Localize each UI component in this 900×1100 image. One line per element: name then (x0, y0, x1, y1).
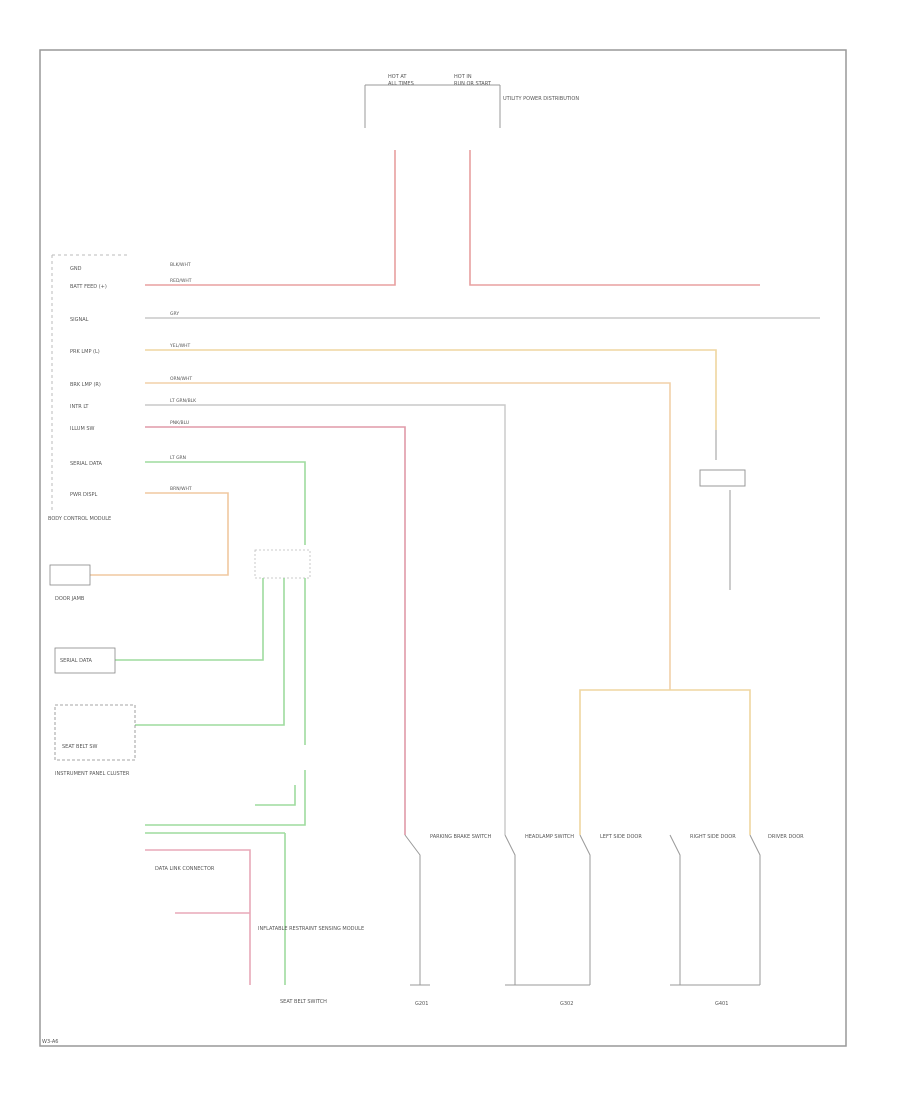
svg-text:RIGHT SIDE DOOR: RIGHT SIDE DOOR (690, 834, 736, 840)
svg-text:LEFT SIDE DOOR: LEFT SIDE DOOR (600, 834, 642, 840)
svg-text:SEAT BELT SW: SEAT BELT SW (62, 744, 98, 750)
fuse-b-top-label: HOT IN (454, 74, 472, 80)
door-jamb-switch: DOOR JAMB (49, 564, 91, 602)
fuse-a-bottom-label: ALL TIMES (388, 81, 414, 87)
wire-yellow-bus (579, 689, 751, 835)
label-pwr-displ: PWR DISPL (70, 492, 98, 498)
wire-illum (145, 426, 406, 835)
label-batt-feed: BATT FEED (+) (70, 284, 107, 290)
wire-intr-lt (145, 404, 506, 835)
data-link-connector-label: DATA LINK CONNECTOR (155, 866, 215, 872)
fuse-a-top-label: HOT AT (388, 74, 407, 80)
svg-text:INSTRUMENT PANEL CLUSTER: INSTRUMENT PANEL CLUSTER (55, 771, 130, 777)
label-brk-lmp: BRK LMP (R) (70, 382, 101, 388)
switch-labels: PARKING BRAKE SWITCH HEADLAMP SWITCH LEF… (430, 834, 804, 840)
wire-brk-lmp (145, 382, 671, 690)
serial-data-component: SERIAL DATA (54, 647, 116, 674)
svg-text:ORN/WHT: ORN/WHT (170, 376, 192, 382)
wire-pink-lower (145, 849, 251, 985)
svg-text:HEADLAMP SWITCH: HEADLAMP SWITCH (525, 834, 574, 840)
svg-text:PARKING BRAKE SWITCH: PARKING BRAKE SWITCH (430, 834, 492, 840)
diagram-frame (39, 49, 847, 1047)
svg-text:BLK/WHT: BLK/WHT (170, 262, 191, 268)
svg-text:SERIAL DATA: SERIAL DATA (60, 658, 93, 664)
footer-code: W3-A6 (42, 1039, 58, 1045)
right-components (699, 430, 746, 590)
data-link-connector (254, 549, 311, 579)
lower-green-bus (145, 770, 306, 985)
left-labels: GND BATT FEED (+) SIGNAL PRK LMP (L) BRK… (70, 266, 107, 498)
seat-belt-switch-label: SEAT BELT SWITCH (280, 999, 327, 1005)
wire-color-labels: BLK/WHT RED/WHT GRY YEL/WHT ORN/WHT LT G… (169, 262, 197, 492)
svg-text:G401: G401 (715, 1001, 728, 1007)
ground-labels: G201 G302 G401 (415, 1001, 728, 1007)
svg-text:DRIVER DOOR: DRIVER DOOR (768, 834, 804, 840)
svg-text:G201: G201 (415, 1001, 428, 1007)
svg-text:G302: G302 (560, 1001, 573, 1007)
seat-belt-component: SEAT BELT SW INSTRUMENT PANEL CLUSTER (54, 704, 136, 777)
wire-batt-feed (145, 150, 760, 286)
restraint-module-label: INFLATABLE RESTRAINT SENSING MODULE (258, 926, 364, 932)
svg-text:RED/WHT: RED/WHT (170, 278, 192, 284)
svg-text:BRN/WHT: BRN/WHT (170, 486, 192, 492)
fuse-block: HOT AT ALL TIMES HOT IN RUN OR START UTI… (364, 74, 579, 128)
body-module-label: BODY CONTROL MODULE (48, 516, 111, 522)
svg-text:GRY: GRY (170, 311, 179, 317)
label-intr-lt: INTR LT (70, 404, 89, 410)
svg-text:LT GRN: LT GRN (170, 455, 186, 461)
wire-prk-lmp (145, 349, 717, 430)
label-signal: SIGNAL (70, 317, 89, 323)
wire-serial-data (145, 461, 306, 545)
fuse-b-bottom-label: RUN OR START (454, 81, 492, 87)
green-drops (115, 578, 306, 745)
wire-pwr-displ (90, 492, 229, 576)
label-illum-sw: ILLUM SW (70, 426, 95, 432)
door-jamb-label: DOOR JAMB (55, 596, 85, 602)
label-serial-data: SERIAL DATA (70, 461, 103, 467)
door-switches (404, 834, 761, 985)
label-prk-lmp: PRK LMP (L) (70, 349, 100, 355)
fuse-block-label: UTILITY POWER DISTRIBUTION (503, 96, 579, 102)
svg-text:PNK/BLU: PNK/BLU (170, 420, 189, 426)
label-gnd: GND (70, 266, 82, 272)
svg-text:LT GRN/BLK: LT GRN/BLK (170, 398, 197, 404)
svg-text:YEL/WHT: YEL/WHT (169, 343, 190, 349)
